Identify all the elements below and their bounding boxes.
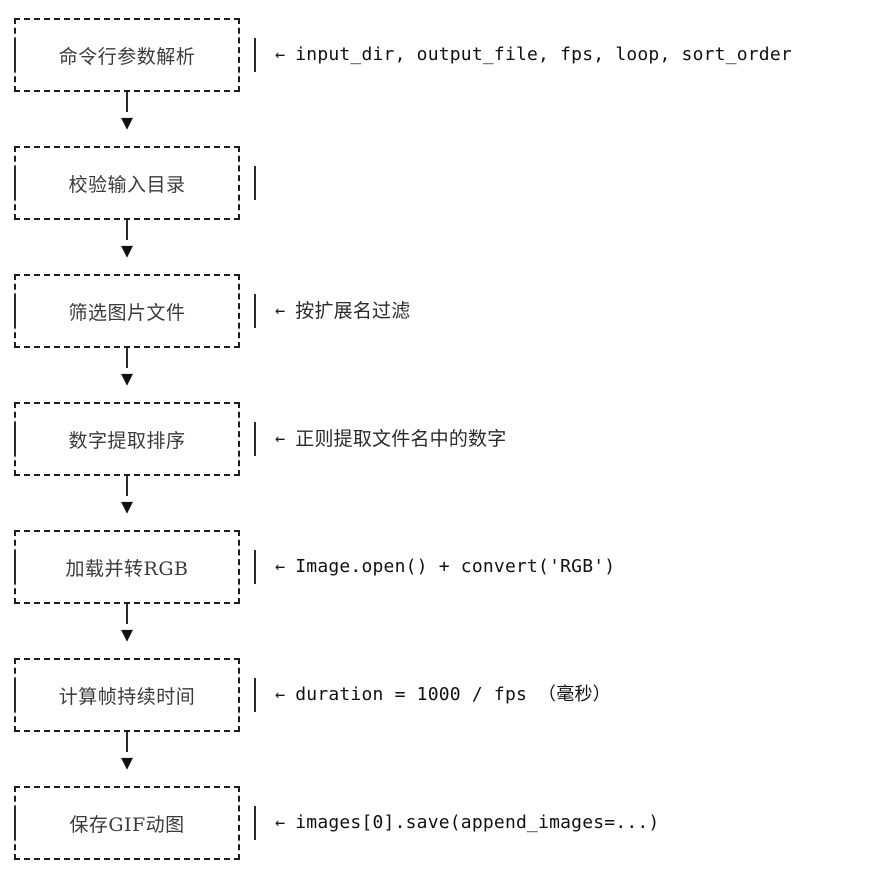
- box-right-pipe: [254, 166, 256, 200]
- flow-step: 命令行参数解析 ← input_dir, output_file, fps, loo…: [0, 0, 882, 134]
- flow-step: 保存GIF动图 ← images[0].save(append_images=...…: [0, 768, 882, 896]
- connector-stem: [126, 92, 128, 112]
- down-triangle-icon: ▼: [120, 238, 134, 262]
- left-arrow-icon: ←: [275, 428, 286, 449]
- flow-step: 筛选图片文件 ← 按扩展名过滤 ▼: [0, 256, 882, 390]
- box-right-pipe: [254, 550, 256, 584]
- left-arrow-icon: ←: [275, 556, 286, 577]
- connector-stem: [126, 348, 128, 368]
- box-left-pipe: [14, 38, 16, 72]
- box-left-pipe: [14, 806, 16, 840]
- flow-connector: ▼: [0, 604, 260, 658]
- flow-step: 校验输入目录←▼: [0, 128, 882, 262]
- box-right-pipe: [254, 422, 256, 456]
- step-annotation: ← duration = 1000 / fps （毫秒）: [275, 658, 611, 732]
- annotation-text: duration = 1000 / fps （毫秒）: [295, 684, 611, 705]
- box-right-pipe: [254, 678, 256, 712]
- step-annotation: ← 正则提取文件名中的数字: [275, 402, 506, 476]
- step-label: 加载并转RGB: [65, 557, 189, 580]
- step-label: 校验输入目录: [68, 173, 186, 196]
- connector-stem: [126, 220, 128, 240]
- flow-step: 数字提取排序 ← 正则提取文件名中的数字 ▼: [0, 384, 882, 518]
- left-arrow-icon: ←: [275, 300, 286, 321]
- annotation-text: 正则提取文件名中的数字: [295, 427, 507, 450]
- box-right-pipe: [254, 38, 256, 72]
- left-arrow-icon: ←: [275, 44, 286, 65]
- flow-connector: ▼: [0, 476, 260, 530]
- step-annotation: ← images[0].save(append_images=...): [275, 786, 659, 860]
- annotation-text: Image.open() + convert('RGB'): [295, 556, 616, 577]
- left-arrow-icon: ←: [275, 684, 286, 705]
- step-label: 数字提取排序: [68, 429, 186, 452]
- step-label: 筛选图片文件: [68, 301, 186, 324]
- box-left-pipe: [14, 294, 16, 328]
- annotation-text: 按扩展名过滤: [295, 299, 411, 322]
- box-right-pipe: [254, 806, 256, 840]
- box-left-pipe: [14, 678, 16, 712]
- annotation-text: input_dir, output_file, fps, loop, sort_…: [295, 44, 792, 65]
- down-triangle-icon: ▼: [120, 750, 134, 774]
- box-left-pipe: [14, 422, 16, 456]
- step-label: 计算帧持续时间: [58, 685, 196, 708]
- annotation-text: images[0].save(append_images=...): [295, 812, 660, 833]
- step-annotation: ← Image.open() + convert('RGB'): [275, 530, 615, 604]
- flow-step: 计算帧持续时间 ← duration = 1000 / fps （毫秒） ▼: [0, 640, 882, 774]
- connector-stem: [126, 732, 128, 752]
- down-triangle-icon: ▼: [120, 366, 134, 390]
- flow-connector: ▼: [0, 92, 260, 146]
- step-annotation: ← input_dir, output_file, fps, loop, sort…: [275, 18, 792, 92]
- box-left-pipe: [14, 166, 16, 200]
- box-left-pipe: [14, 550, 16, 584]
- connector-stem: [126, 604, 128, 624]
- left-arrow-icon: ←: [275, 812, 286, 833]
- flow-connector: ▼: [0, 220, 260, 274]
- box-right-pipe: [254, 294, 256, 328]
- down-triangle-icon: ▼: [120, 110, 134, 134]
- flow-connector: ▼: [0, 732, 260, 786]
- step-annotation: ← 按扩展名过滤: [275, 274, 410, 348]
- flow-step: 加载并转RGB ← Image.open() + convert('RGB') ▼: [0, 512, 882, 646]
- down-triangle-icon: ▼: [120, 494, 134, 518]
- step-label: 保存GIF动图: [69, 813, 185, 836]
- connector-stem: [126, 476, 128, 496]
- flow-connector: ▼: [0, 348, 260, 402]
- flowchart-canvas: 命令行参数解析 ← input_dir, output_file, fps, loo…: [0, 0, 882, 860]
- step-label: 命令行参数解析: [58, 45, 196, 68]
- down-triangle-icon: ▼: [120, 622, 134, 646]
